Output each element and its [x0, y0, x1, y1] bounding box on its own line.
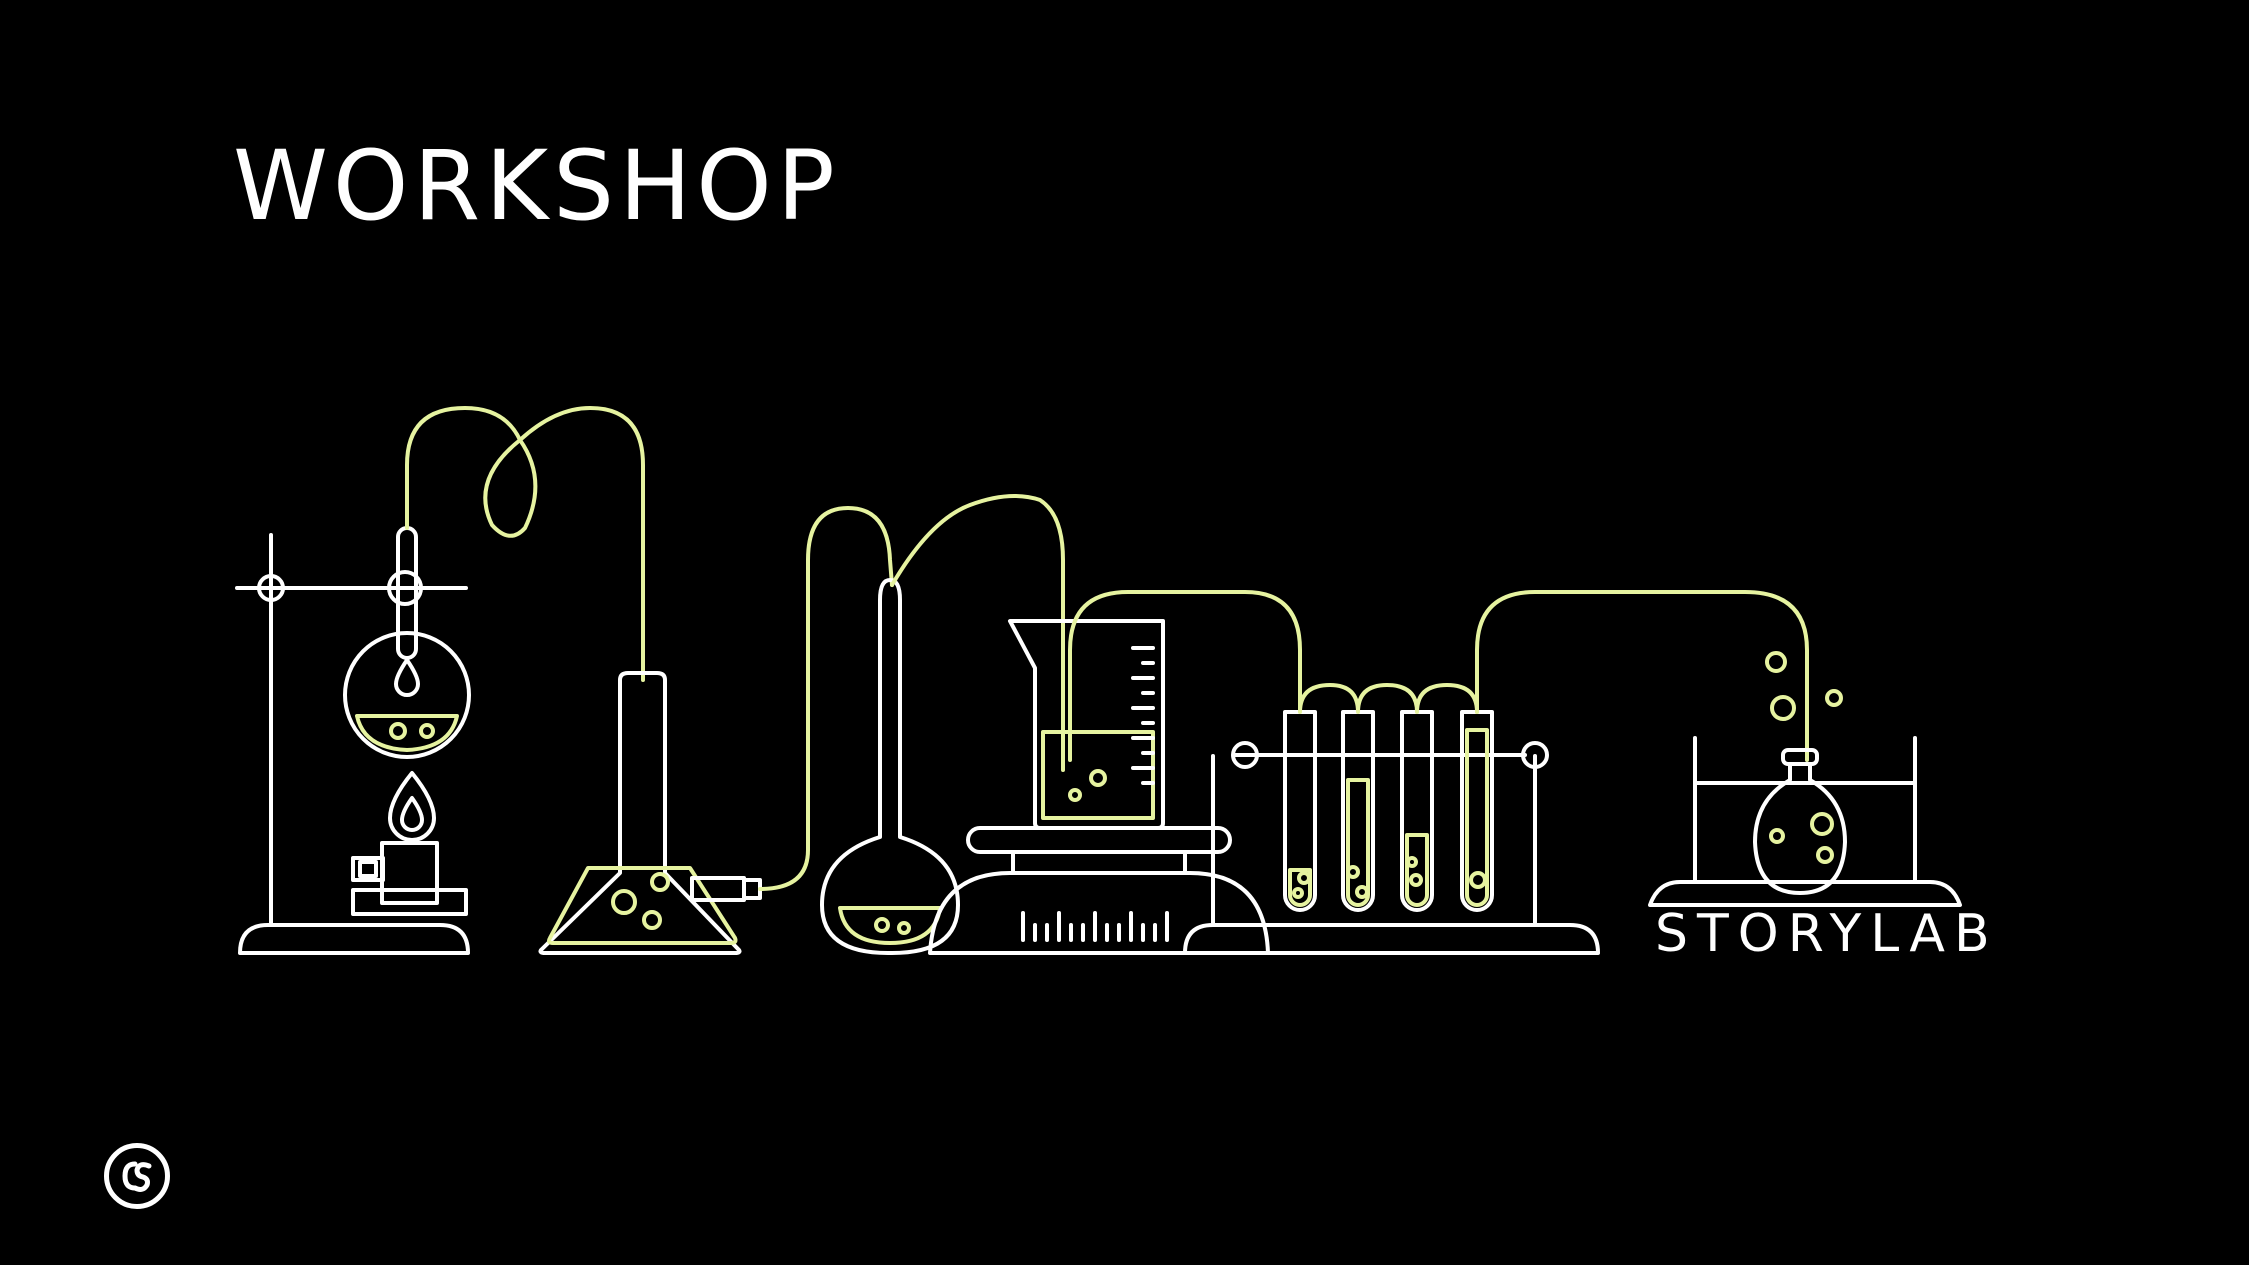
test-tube-icon	[1341, 710, 1375, 912]
cs-monogram-icon	[122, 1161, 152, 1192]
tube-icon	[1475, 590, 1809, 762]
ring-stand-icon	[235, 533, 470, 955]
tube-icon	[890, 494, 1065, 772]
tube-icon	[1068, 590, 1302, 762]
bulb-flask-stand-icon	[1648, 651, 1962, 907]
volumetric-flask-icon	[820, 578, 960, 955]
tube-loop-icon	[405, 406, 645, 682]
test-tube-icon	[1283, 710, 1317, 912]
cs-logo-icon	[104, 1143, 170, 1209]
tube-icon	[758, 506, 894, 891]
test-tube-rack-icon	[1183, 683, 1600, 955]
slide-title: WORKSHOP	[233, 130, 840, 242]
test-tube-icon	[1400, 710, 1434, 912]
beaker-icon	[1008, 619, 1165, 830]
erlenmeyer-flask-icon	[538, 671, 762, 955]
round-flask-icon	[343, 526, 471, 759]
hot-plate-icon	[928, 826, 1270, 955]
test-tube-icon	[1460, 710, 1494, 912]
storylab-brand: STORYLAB	[1655, 904, 1999, 964]
bunsen-burner-icon	[351, 771, 468, 916]
